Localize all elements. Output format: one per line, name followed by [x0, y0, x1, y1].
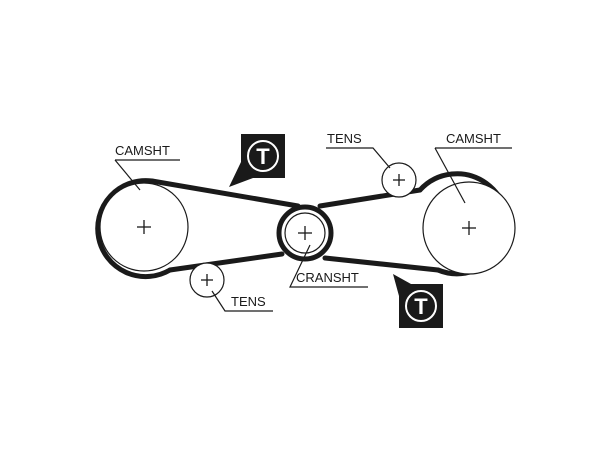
camshaft-pulley-left: [95, 178, 189, 280]
timing-mark-bottom-ring: [405, 290, 437, 322]
label-tensioner-top: TENS: [327, 131, 362, 146]
timing-mark-bottom-letter: T: [414, 294, 428, 319]
leader-crankshaft: [289, 244, 368, 288]
belt-run-top-left: [149, 178, 301, 209]
belt-left-wrap: [95, 178, 173, 280]
timing-mark-top-letter: T: [256, 144, 270, 169]
timing-mark-top-pointer: [229, 162, 253, 187]
timing-mark-top-ring: [247, 140, 279, 172]
tensioner-pulley-top: [381, 162, 417, 198]
belt-run-bottom-left: [167, 251, 285, 273]
leader-camshaft-right: [434, 147, 466, 204]
label-tensioner-bottom: TENS: [231, 294, 266, 309]
label-camshaft-left: CAMSHT: [115, 143, 170, 158]
leader-tensioner-top: [326, 147, 391, 169]
leader-camshaft-left: [114, 159, 141, 191]
timing-mark-bottom-pointer: [393, 274, 411, 296]
timing-mark-top: T: [229, 134, 285, 187]
tensioner-pulley-bottom: [189, 262, 225, 298]
camshaft-pulley-right: [417, 171, 516, 277]
label-crankshaft: CRANSHT: [296, 270, 359, 285]
belt-run-bottom-right: [322, 255, 441, 273]
leader-tensioner-bottom: [211, 290, 273, 312]
label-camshaft-right: CAMSHT: [446, 131, 501, 146]
timing-mark-bottom: T: [393, 274, 443, 328]
crankshaft-pulley: [276, 204, 334, 262]
